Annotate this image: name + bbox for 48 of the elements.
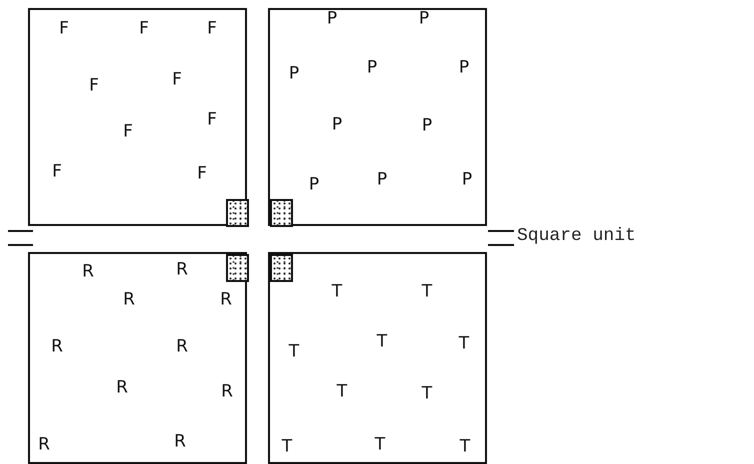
quadrant-box [28, 8, 247, 226]
plot-letter: F [172, 72, 182, 88]
plot-letter: T [374, 436, 386, 454]
plot-letter: P [332, 116, 342, 134]
plot-letter: R [174, 434, 186, 450]
quadrant-box [268, 8, 487, 226]
plot-letter: P [376, 172, 388, 188]
plot-letter: P [366, 60, 378, 76]
plot-letter: R [123, 292, 135, 308]
plot-letter: F [123, 124, 133, 140]
quadrant-box [268, 252, 487, 464]
plot-letter: T [458, 336, 470, 352]
stippled-square [226, 254, 249, 282]
plot-letter: R [82, 264, 94, 280]
plot-letter: P [458, 60, 470, 76]
plot-letter: F [89, 78, 99, 94]
plot-letter: T [336, 384, 348, 400]
plot-letter: P [462, 172, 472, 188]
plot-letter: T [422, 386, 432, 402]
plot-letter: F [207, 112, 217, 128]
plot-letter: R [176, 262, 188, 278]
plot-letter: P [326, 10, 338, 28]
plot-letter: T [332, 284, 342, 300]
plot-letter: F [52, 164, 62, 180]
stippled-square [270, 199, 293, 227]
plot-letter: T [288, 344, 300, 360]
plot-letter: P [308, 176, 320, 194]
plot-letter: P [418, 10, 430, 28]
plot-letter: R [176, 338, 188, 356]
plot-letter: T [282, 438, 292, 456]
plot-letter: T [376, 334, 388, 350]
plot-letter: R [221, 384, 233, 400]
plot-letter: R [220, 292, 232, 308]
quadrant-box [28, 252, 247, 464]
plot-letter: F [139, 20, 149, 38]
unit-label: Square unit [517, 226, 636, 246]
plot-letter: P [288, 66, 300, 82]
plot-letter: T [422, 284, 432, 300]
plot-letter: R [51, 338, 63, 356]
stippled-square [270, 254, 293, 282]
plot-letter: F [197, 166, 207, 182]
plot-letter: F [207, 20, 217, 38]
plot-letter: P [422, 118, 432, 134]
plot-letter: T [460, 438, 470, 456]
stippled-square [226, 199, 249, 227]
plot-letter: F [59, 20, 69, 38]
plot-letter: R [38, 436, 50, 454]
plot-letter: R [116, 380, 128, 396]
